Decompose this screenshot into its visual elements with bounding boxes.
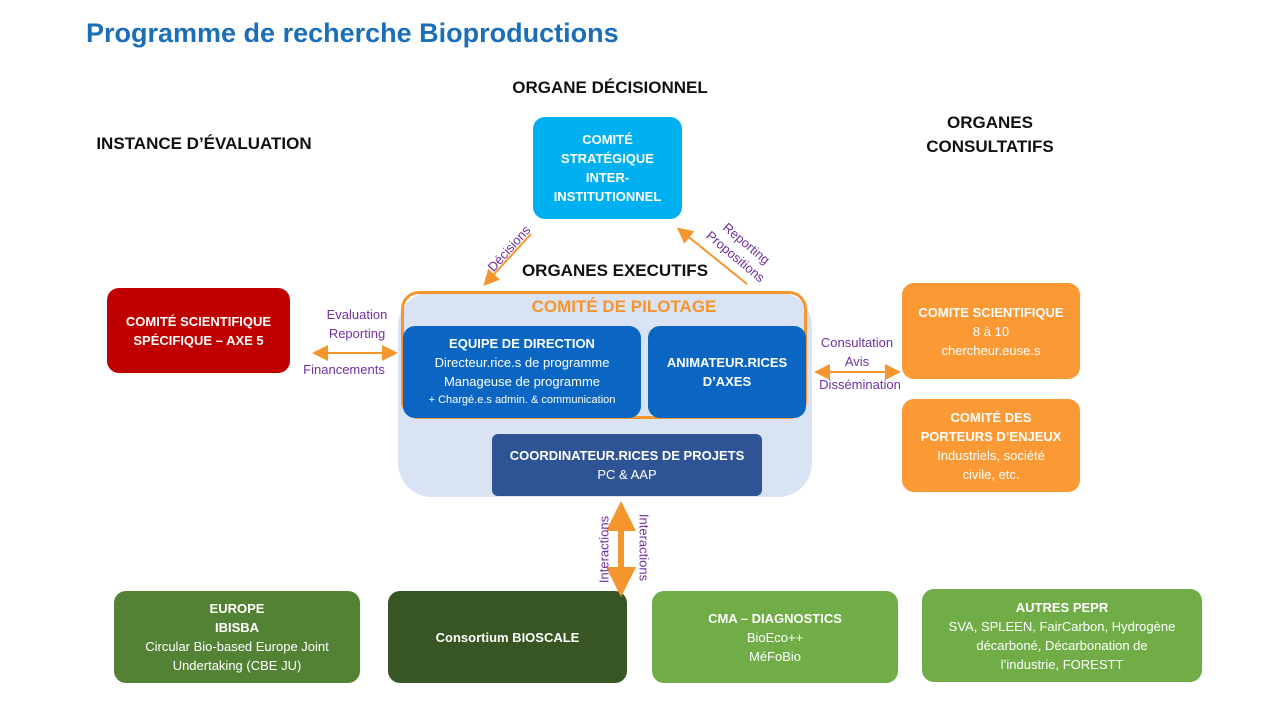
consortium-bioscale-box: Consortium BIOSCALE	[388, 591, 627, 683]
label-interactions-left: Interactions	[596, 515, 612, 584]
equipe-direction-box: EQUIPE DE DIRECTION Directeur.rice.s de …	[403, 326, 641, 418]
heading-instance-evaluation: INSTANCE D’ÉVALUATION	[96, 134, 312, 153]
label-financements: Financements	[303, 362, 385, 377]
page-title: Programme de recherche Bioproductions	[86, 18, 619, 48]
label-dissemination: Dissémination	[819, 377, 901, 392]
decisions-arrow	[483, 233, 532, 286]
animateurs-axes-box: ANIMATEUR.RICES D’AXES	[648, 326, 806, 418]
comite-scientifique-specifique-box: COMITÉ SCIENTIFIQUE SPÉCIFIQUE – AXE 5	[107, 288, 290, 373]
label-interactions-right: Interactions	[636, 513, 652, 582]
cma-diagnostics-box: CMA – DIAGNOSTICS BioEco++ MéFoBio	[652, 591, 898, 683]
autres-pepr-box: AUTRES PEPR SVA, SPLEEN, FairCarbon, Hyd…	[922, 589, 1202, 682]
comite-porteurs-enjeux-box: COMITÉ DES PORTEURS D’ENJEUX Industriels…	[902, 399, 1080, 492]
heading-organes-consultatifs: ORGANES CONSULTATIFS	[926, 113, 1054, 156]
label-consultation-avis: Consultation Avis	[820, 335, 894, 369]
coordinateurs-projets-box: COORDINATEUR.RICES DE PROJETS PC & AAP	[492, 434, 762, 496]
heading-organes-executifs: ORGANES EXECUTIFS	[521, 261, 709, 280]
comite-pilotage-title: COMITÉ DE PILOTAGE	[531, 297, 717, 316]
comite-strategique-box: COMITÉ STRATÉGIQUE INTER- INSTITUTIONNEL	[533, 117, 682, 219]
label-evaluation-reporting: Evaluation Reporting	[326, 307, 388, 341]
heading-organe-decisionnel: ORGANE DÉCISIONNEL	[512, 78, 708, 97]
europe-box: EUROPE IBISBA Circular Bio-based Europe …	[114, 591, 360, 683]
comite-scientifique-box: COMITE SCIENTIFIQUE 8 à 10 chercheur.eus…	[902, 283, 1080, 379]
reporting-arrow	[676, 227, 748, 285]
